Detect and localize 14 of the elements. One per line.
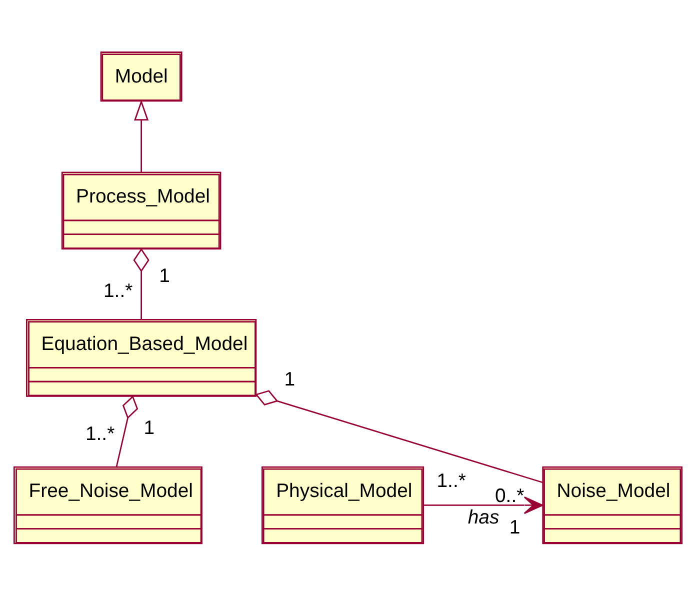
label: 1 [144, 416, 155, 438]
connector [116, 394, 138, 467]
label: 1 [284, 368, 296, 390]
label: 1 [509, 516, 520, 538]
label: 1..* [104, 280, 133, 302]
label: 1..* [436, 470, 466, 492]
connector [133, 248, 150, 320]
arrow [134, 99, 149, 172]
arrow [424, 496, 544, 514]
edge-label: has [468, 506, 500, 528]
label: 0..* [494, 484, 524, 506]
label: 1 [159, 264, 170, 287]
label: 1..* [85, 422, 115, 444]
connector [255, 390, 544, 483]
